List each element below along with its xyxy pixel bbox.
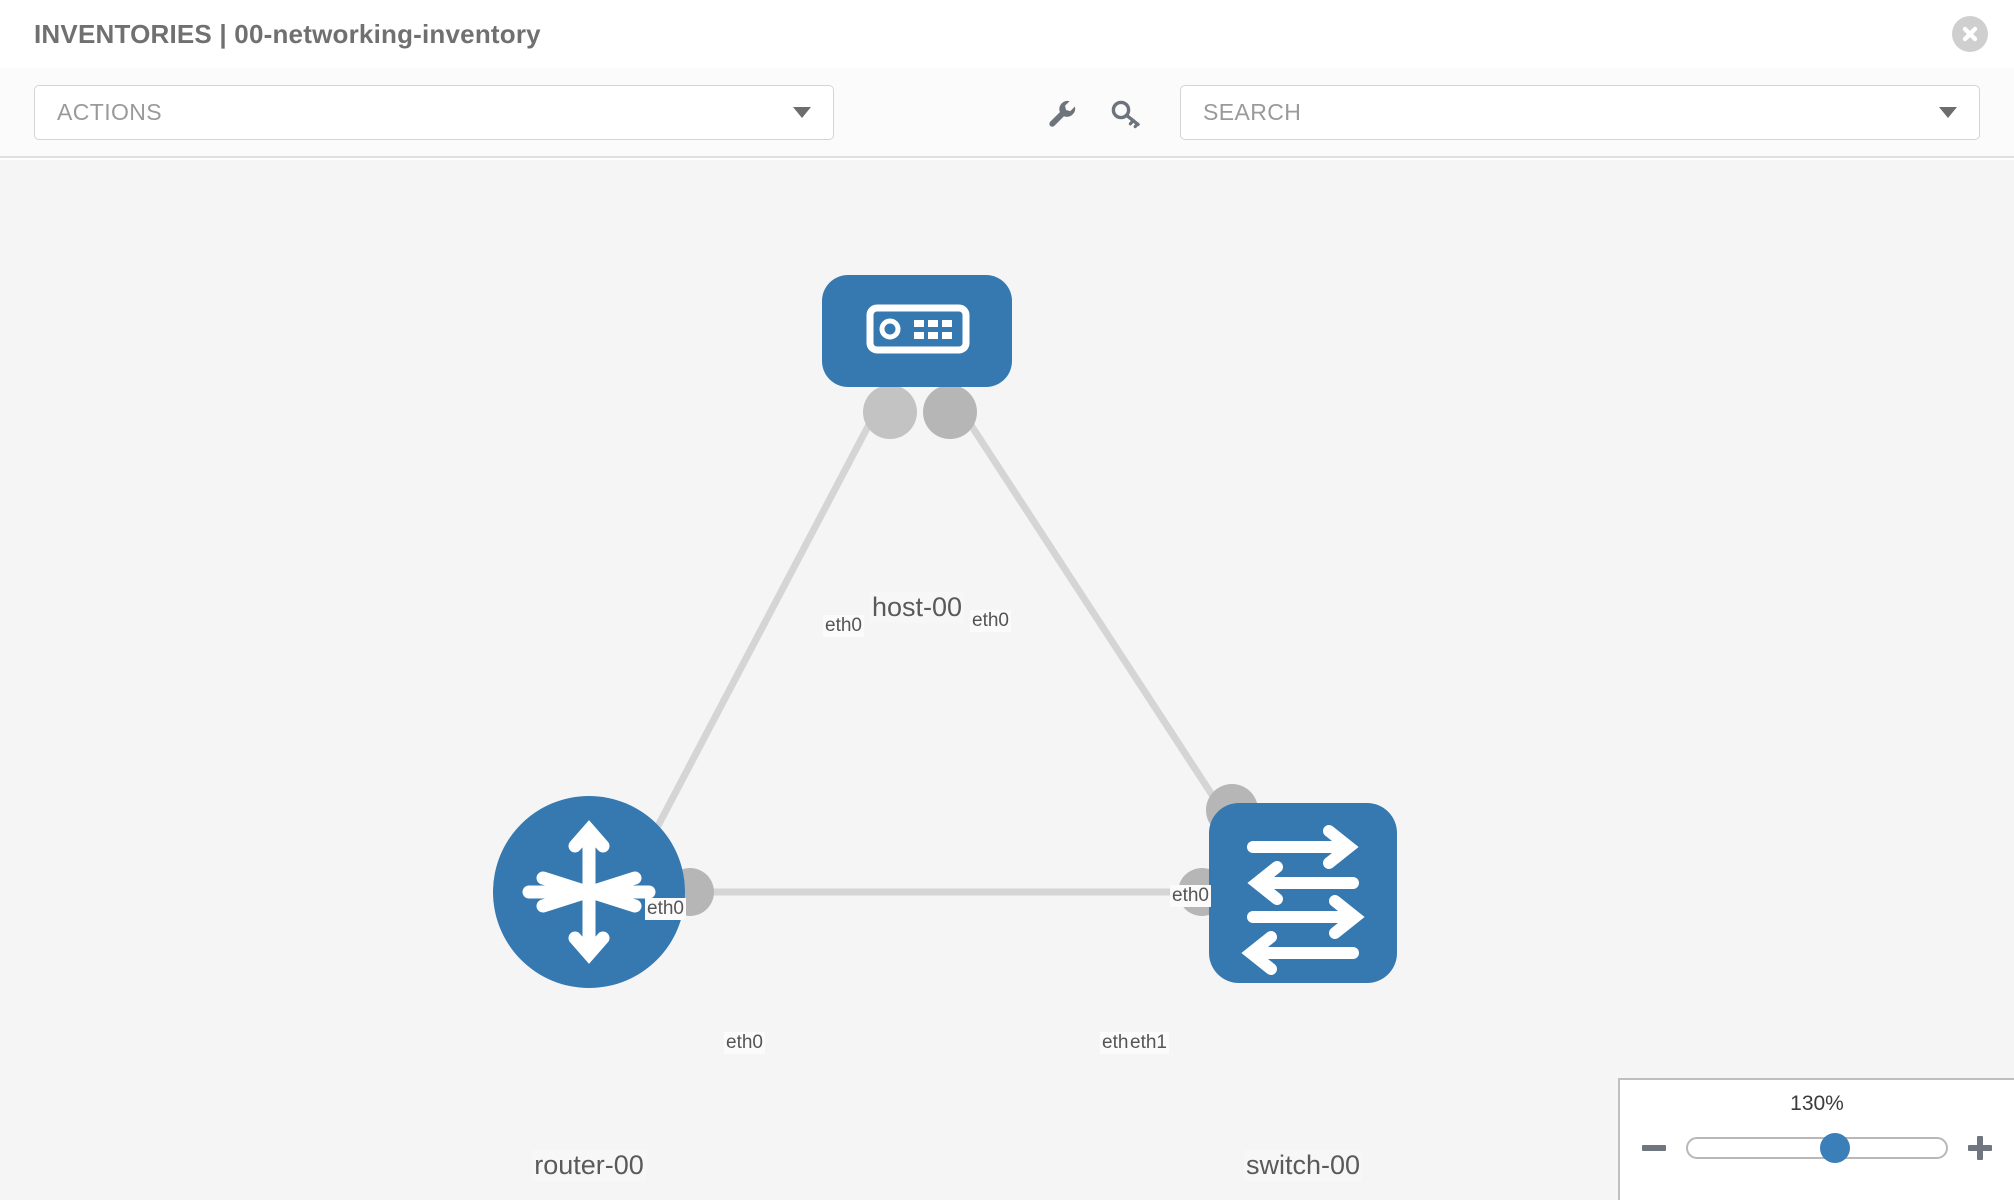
- search-placeholder: SEARCH: [1203, 99, 1302, 125]
- iface-label-router-up: eth0: [645, 898, 686, 920]
- node-switch-00[interactable]: [1209, 803, 1397, 983]
- toolbar: ACTIONS SEARCH: [0, 68, 2014, 158]
- topology-links: [636, 394, 1251, 896]
- iface-label-host-left: eth0: [823, 615, 864, 637]
- actions-dropdown-label: ACTIONS: [57, 99, 163, 125]
- page-header: INVENTORIES | 00-networking-inventory: [0, 0, 2014, 68]
- topology-canvas[interactable]: host-00 router-00 switch-00 eth0 eth0 et…: [0, 160, 2014, 1200]
- zoom-slider-track[interactable]: [1686, 1133, 1948, 1163]
- page-title: INVENTORIES | 00-networking-inventory: [34, 18, 541, 49]
- link-host-router: [636, 394, 888, 862]
- chevron-down-icon[interactable]: [1939, 107, 1957, 118]
- chevron-down-icon: [793, 107, 811, 118]
- iface-label-switch-up: eth0: [1170, 885, 1211, 907]
- close-icon[interactable]: [1952, 16, 1988, 52]
- node-label-switch-00: switch-00: [1243, 1150, 1363, 1181]
- zoom-panel: 130%: [1618, 1078, 2014, 1200]
- iface-label-switch-eth1: eth1: [1128, 1032, 1169, 1054]
- zoom-in-button[interactable]: [1966, 1134, 1994, 1162]
- node-label-host-00: host-00: [869, 592, 965, 623]
- iface-label-router-right: eth0: [724, 1032, 765, 1054]
- search-input[interactable]: SEARCH: [1180, 85, 1980, 140]
- zoom-slider-thumb[interactable]: [1820, 1133, 1851, 1163]
- link-host-switch: [949, 394, 1251, 852]
- node-router-00[interactable]: [493, 796, 685, 988]
- node-host-00[interactable]: [822, 275, 1012, 387]
- topology-ports: [666, 385, 1258, 916]
- actions-dropdown[interactable]: ACTIONS: [34, 85, 834, 140]
- port-host-left: [863, 385, 917, 439]
- topology-graph: [493, 275, 1397, 988]
- zoom-out-button[interactable]: [1640, 1134, 1668, 1162]
- zoom-level-label: 130%: [1790, 1092, 1844, 1115]
- wrench-icon[interactable]: [1040, 96, 1084, 132]
- node-label-router-00: router-00: [532, 1150, 646, 1181]
- iface-label-host-right: eth0: [970, 610, 1011, 632]
- port-host-right: [923, 385, 977, 439]
- key-icon[interactable]: [1104, 96, 1148, 132]
